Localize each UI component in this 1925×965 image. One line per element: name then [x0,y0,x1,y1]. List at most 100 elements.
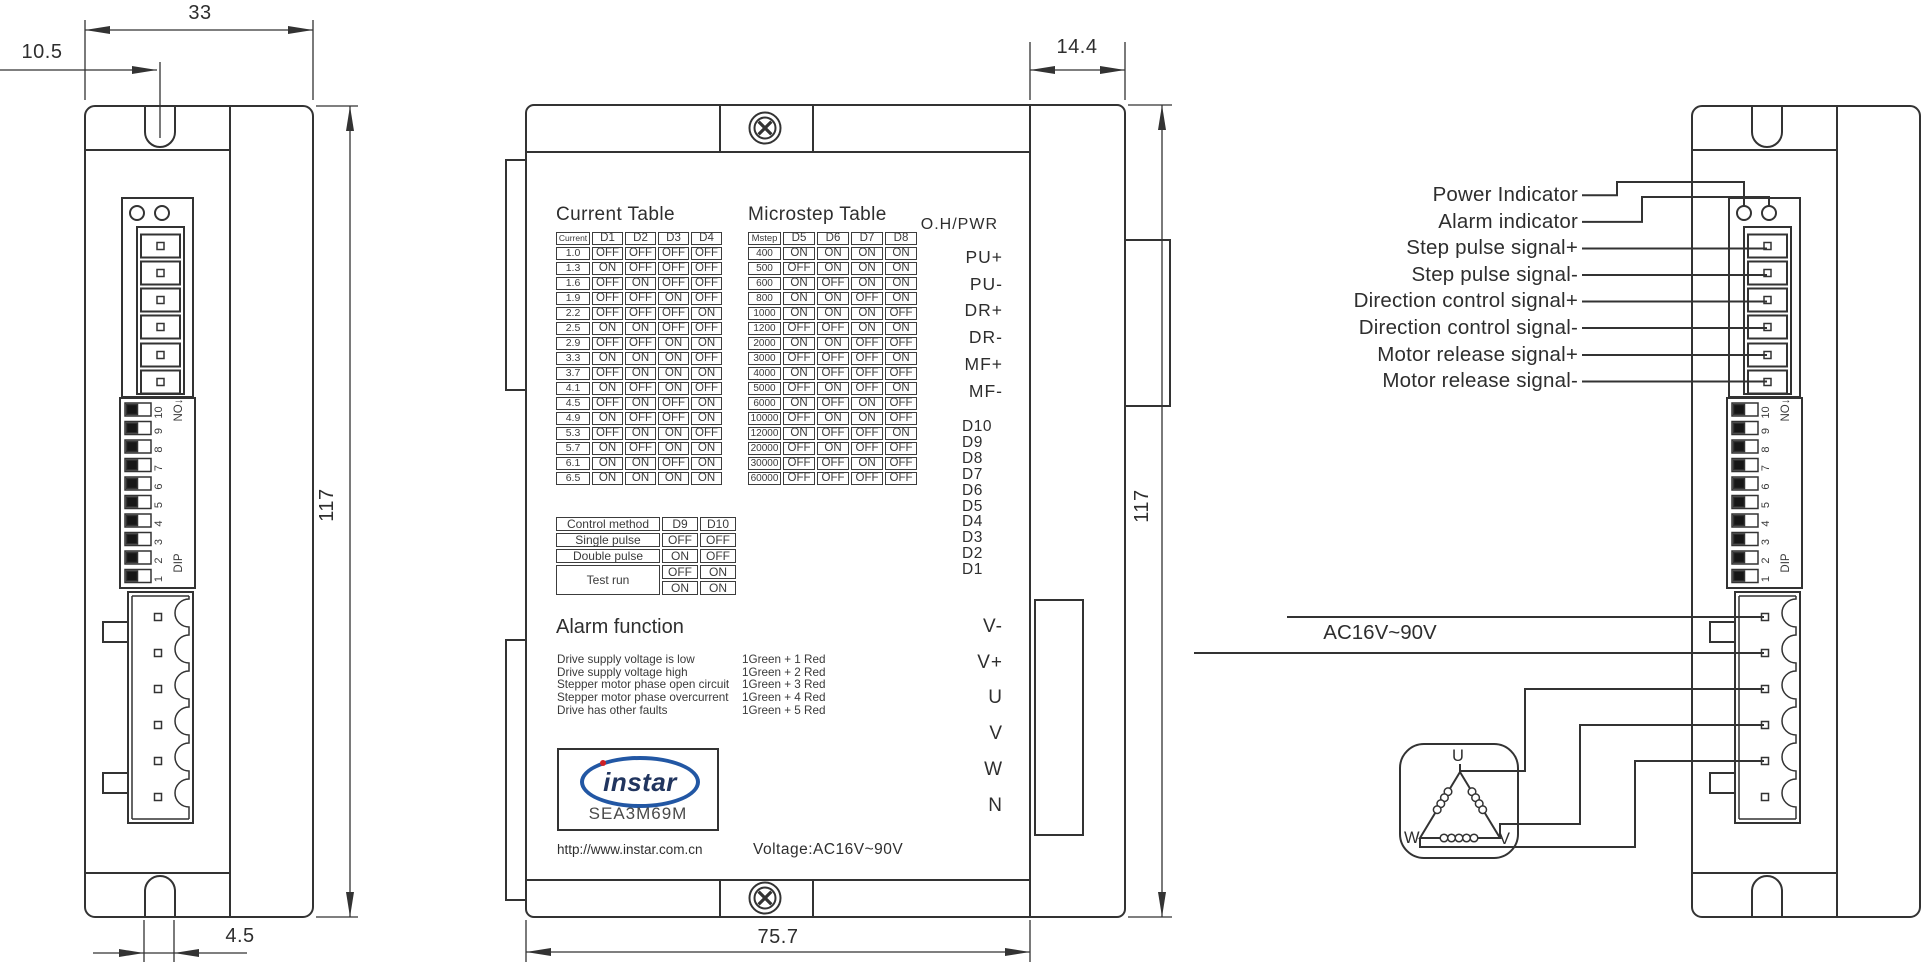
table-cell: OFF [851,472,883,485]
stack-item: PU+ [965,247,1003,267]
table-cell: OFF [783,412,815,425]
microstep-table-title: Microstep Table [748,204,887,225]
table-cell: ON [625,457,656,470]
stack-item: 1Green + 5 Red [742,703,826,717]
stack-item: Step pulse signal- [1411,262,1578,286]
table-cell: ON [625,397,656,410]
table-cell: ON [691,307,722,320]
connector-tab-upper [102,621,129,643]
screw-top-icon [748,111,782,145]
table-cell: OFF [658,412,689,425]
table-cell: OFF [658,457,689,470]
table-cell: D10 [700,517,736,531]
table-cell: ON [592,457,623,470]
table-cell: OFF [885,307,917,320]
table-cell: OFF [592,277,623,290]
table-cell: OFF [592,337,623,350]
table-cell: ON [851,397,883,410]
table-cell: ON [885,247,917,260]
table-cell: ON [783,292,815,305]
stack-item: MF+ [964,353,1003,374]
ac-supply-label: AC16V~90V [1323,621,1437,644]
wire-power-indicator [1582,181,1745,206]
table-cell: OFF [625,292,656,305]
table-cell: ON [817,292,849,305]
table-cell: OFF [625,337,656,350]
table-cell: 1.3 [556,262,590,275]
table-cell: OFF [817,472,849,485]
table-cell: D7 [851,232,883,245]
table-cell: 2.5 [556,322,590,335]
dip-label: 4 [153,520,165,526]
table-cell: Double pulse [556,549,660,563]
dip-label: 9 [153,428,165,434]
table-cell: OFF [625,412,656,425]
table-cell: OFF [817,322,849,335]
table-cell: ON [885,262,917,275]
table-cell: 30000 [748,457,781,470]
right-block-upper [1125,239,1171,407]
dip-label: 10 [153,406,165,418]
dim-side-depth: 14.4 [1056,36,1098,58]
side-view-device-right [1691,105,1921,918]
table-cell: OFF [658,322,689,335]
table-cell: ON [783,427,815,440]
table-cell: ON [783,337,815,350]
table-cell: OFF [658,307,689,320]
stack-item: W [984,758,1003,780]
table-cell: OFF [625,442,656,455]
table-cell: ON [658,337,689,350]
table-cell: OFF [691,322,722,335]
table-cell: ON [625,367,656,380]
table-cell: 3.7 [556,367,590,380]
table-cell: OFF [885,337,917,350]
table-cell: ON [700,565,736,579]
table-cell: OFF [783,352,815,365]
table-cell: ON [691,457,722,470]
stack-item: D9 [962,433,983,451]
table-cell: ON [592,262,623,275]
table-cell: ON [658,472,689,485]
table-cell: 12000 [748,427,781,440]
table-cell: OFF [691,247,722,260]
stack-item: V- [983,616,1003,637]
table-cell: OFF [817,367,849,380]
table-cell: ON [592,352,623,365]
stack-item: Motor release signal- [1382,369,1578,393]
current-table-title: Current Table [556,204,675,225]
dim-body-width: 33 [188,2,212,24]
table-cell: ON [592,382,623,395]
alarm-title: Alarm function [556,616,684,638]
table-cell: OFF [658,262,689,275]
stack-item: U [988,687,1003,709]
table-cell: OFF [885,397,917,410]
connector-tab-lower [102,772,129,794]
front-view-device [505,104,1171,918]
left-rib-lower [505,639,526,901]
motor-coils [1432,787,1488,843]
table-cell: OFF [592,367,623,380]
logo-model: SEA3M69M [588,804,688,823]
table-cell: Current [556,232,590,245]
table-cell: ON [851,322,883,335]
stack-item: Drive supply voltage is low [557,653,695,666]
table-cell: ON [783,397,815,410]
table-cell: 6.5 [556,472,590,485]
table-cell: Mstep [748,232,781,245]
front-body-outline [525,104,1126,918]
table-cell: ON [658,427,689,440]
stack-item: Stepper motor phase open circuit [557,678,730,692]
table-cell: D3 [658,232,689,245]
table-cell: D6 [817,232,849,245]
table-cell: 1.9 [556,292,590,305]
table-cell: 20000 [748,442,781,455]
table-cell: 4.9 [556,412,590,425]
table-cell: ON [851,457,883,470]
logo-ellipse-icon: instar [580,756,700,808]
table-cell: ON [658,382,689,395]
